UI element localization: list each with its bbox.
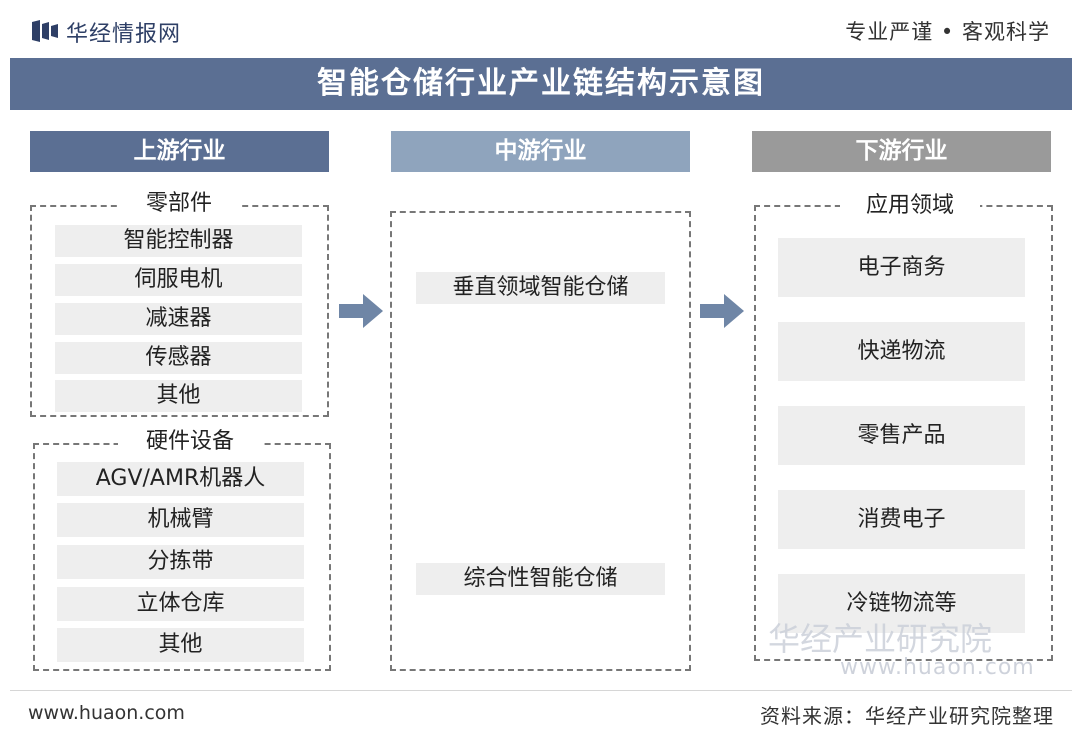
midstream-item: 垂直领域智能仓储: [416, 272, 665, 304]
hardware-item: 分拣带: [57, 545, 304, 579]
midstream-header: 中游行业: [391, 131, 690, 172]
watermark-text: 华经产业研究院: [768, 620, 993, 658]
logo-text: 华经情报网: [66, 22, 182, 47]
hardware-item: 其他: [57, 628, 304, 662]
slogan: 专业严谨 • 客观科学: [845, 20, 1050, 44]
application-item: 电子商务: [778, 238, 1025, 297]
hardware-item: AGV/AMR机器人: [57, 462, 304, 496]
component-item: 其他: [55, 380, 302, 412]
components-label: 零部件: [118, 190, 240, 218]
watermark-url: www.huaon.com: [840, 655, 1035, 680]
footer-website: www.huaon.com: [28, 702, 185, 724]
footer-divider: [10, 690, 1072, 691]
midstream-item: 综合性智能仓储: [416, 563, 665, 595]
application-item: 消费电子: [778, 490, 1025, 549]
logo-icon: [32, 20, 58, 42]
arrow-right-icon: [700, 294, 744, 328]
hardware-item: 立体仓库: [57, 587, 304, 621]
component-item: 减速器: [55, 303, 302, 335]
component-item: 伺服电机: [55, 264, 302, 296]
top-bar: [0, 0, 1080, 58]
hardware-label: 硬件设备: [118, 428, 262, 456]
upstream-header: 上游行业: [30, 131, 329, 172]
application-item: 快递物流: [778, 322, 1025, 381]
downstream-header: 下游行业: [752, 131, 1051, 172]
component-item: 智能控制器: [55, 225, 302, 257]
application-item: 零售产品: [778, 406, 1025, 465]
hardware-item: 机械臂: [57, 503, 304, 537]
arrow-right-icon: [339, 294, 383, 328]
application-label: 应用领域: [840, 192, 980, 220]
title-band: 智能仓储行业产业链结构示意图: [10, 58, 1072, 110]
application-item: 冷链物流等: [778, 574, 1025, 633]
midstream-box: [390, 211, 691, 671]
footer-source: 资料来源：华经产业研究院整理: [760, 704, 1054, 728]
component-item: 传感器: [55, 342, 302, 374]
page-title: 智能仓储行业产业链结构示意图: [317, 66, 765, 101]
